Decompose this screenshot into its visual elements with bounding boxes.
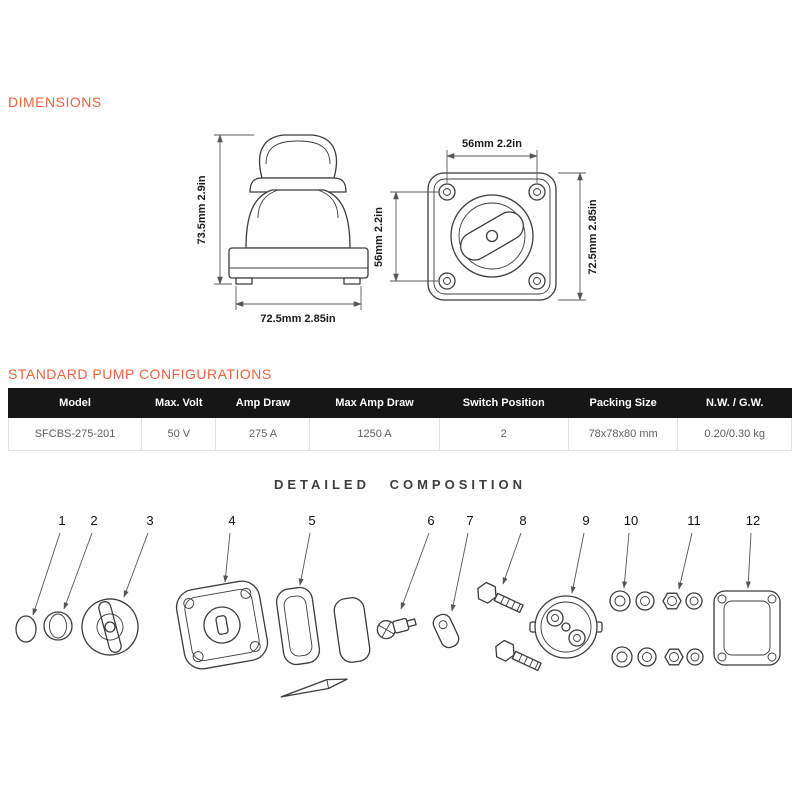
leader-line-3 <box>123 532 149 598</box>
part-1-cap <box>15 615 37 643</box>
cell-amp-draw: 275 A <box>215 417 311 451</box>
col-header-max-amp-draw: Max Amp Draw <box>309 388 440 418</box>
leader-line-4 <box>223 532 231 583</box>
part-number-2: 2 <box>90 513 97 528</box>
part-5-cover-plate <box>275 586 321 666</box>
part-number-7: 7 <box>466 513 473 528</box>
top-spacing-label: 56mm 2.2in <box>462 138 522 150</box>
part-6-shaft <box>376 617 417 640</box>
part-number-1: 1 <box>58 513 65 528</box>
leader-line-1 <box>32 532 61 616</box>
base-foot-left <box>235 277 253 285</box>
composition-section-title: DETAILED COMPOSITION <box>273 477 527 492</box>
part-10-washers <box>609 590 657 668</box>
knob-detail <box>265 140 331 165</box>
leader-line-9 <box>570 532 585 594</box>
dome-detail <box>257 189 339 219</box>
table-row: SFCBS-275-201 50 V 275 A 1250 A 2 78x78x… <box>7 417 792 451</box>
part-number-8: 8 <box>519 513 526 528</box>
leader-line-10 <box>622 532 630 589</box>
part-number-6: 6 <box>427 513 434 528</box>
dome-body <box>245 189 351 249</box>
side-spacing-label: 56mm 2.2in <box>373 207 385 267</box>
leader-line-8 <box>502 532 522 585</box>
leader-line-5 <box>298 532 311 586</box>
part-5-boot <box>333 597 371 663</box>
part-8-bolt-2 <box>495 639 542 672</box>
config-table: Model Max. Volt Amp Draw Max Amp Draw Sw… <box>7 388 792 451</box>
dimension-drawings: 73.5mm 2.9in 72.5mm 2.85in 56mm 2.2in 56… <box>196 134 599 325</box>
switch-body-top-inner <box>458 202 526 270</box>
part-number-5: 5 <box>308 513 315 528</box>
knob-collar <box>249 177 347 193</box>
side-view-drawing: 73.5mm 2.9in 72.5mm 2.85in <box>196 134 369 325</box>
leader-line-11 <box>678 532 693 590</box>
col-header-max-volt: Max. Volt <box>141 388 217 418</box>
part-7-lock-plate <box>432 613 460 649</box>
top-height-label: 72.5mm 2.85in <box>587 199 599 274</box>
cell-switch-position: 2 <box>438 417 569 451</box>
base-foot-right <box>343 277 361 285</box>
cell-max-amp-draw: 1250 A <box>309 417 440 451</box>
part-11-nuts <box>662 592 704 666</box>
side-height-label: 73.5mm 2.9in <box>196 175 208 244</box>
corner-holes <box>438 183 546 290</box>
part-number-11: 11 <box>687 513 701 528</box>
col-header-amp-draw: Amp Draw <box>215 388 311 418</box>
part-5-pin <box>280 678 348 698</box>
side-width-label: 72.5mm 2.85in <box>260 313 335 325</box>
part-12-gasket-frame <box>713 590 781 666</box>
part-3-knob <box>81 598 139 656</box>
leader-line-7 <box>450 532 469 612</box>
part-9-contact-plate <box>529 595 603 659</box>
cell-max-volt: 50 V <box>141 417 217 451</box>
cell-model: SFCBS-275-201 <box>7 417 143 451</box>
cell-nw-gw: 0.20/0.30 kg <box>677 417 792 451</box>
part-number-10: 10 <box>624 513 638 528</box>
part-numbers: 1 2 3 4 5 6 7 8 9 10 11 12 <box>58 513 760 528</box>
config-section-title: STANDARD PUMP CONFIGURATIONS <box>8 366 272 382</box>
base-flange <box>228 247 369 279</box>
cell-packing-size: 78x78x80 mm <box>567 417 679 451</box>
part-2-disc <box>43 611 73 641</box>
top-view-drawing: 56mm 2.2in 56mm 2.2in 72.5mm 2.85in <box>373 138 599 301</box>
part-8-bolt-1 <box>477 581 524 614</box>
knob-side <box>258 134 338 179</box>
exploded-diagram: 1 2 3 4 5 6 7 8 9 10 11 12 <box>15 513 781 698</box>
dimensions-section-title: DIMENSIONS <box>8 94 102 110</box>
part-number-9: 9 <box>582 513 589 528</box>
part-number-4: 4 <box>228 513 235 528</box>
col-header-model: Model <box>7 388 143 418</box>
part-number-12: 12 <box>746 513 760 528</box>
part-number-3: 3 <box>146 513 153 528</box>
knob-top-center <box>485 229 499 243</box>
table-header-row: Model Max. Volt Amp Draw Max Amp Draw Sw… <box>7 388 792 418</box>
col-header-switch-position: Switch Position <box>438 388 569 418</box>
col-header-nw-gw: N.W. / G.W. <box>677 388 792 418</box>
leader-lines <box>32 532 752 616</box>
leader-line-12 <box>745 532 752 589</box>
part-4-housing <box>175 580 269 670</box>
leader-line-2 <box>63 532 93 610</box>
leader-line-6 <box>400 532 430 610</box>
col-header-packing-size: Packing Size <box>567 388 679 418</box>
top-plate-inner <box>433 178 551 295</box>
